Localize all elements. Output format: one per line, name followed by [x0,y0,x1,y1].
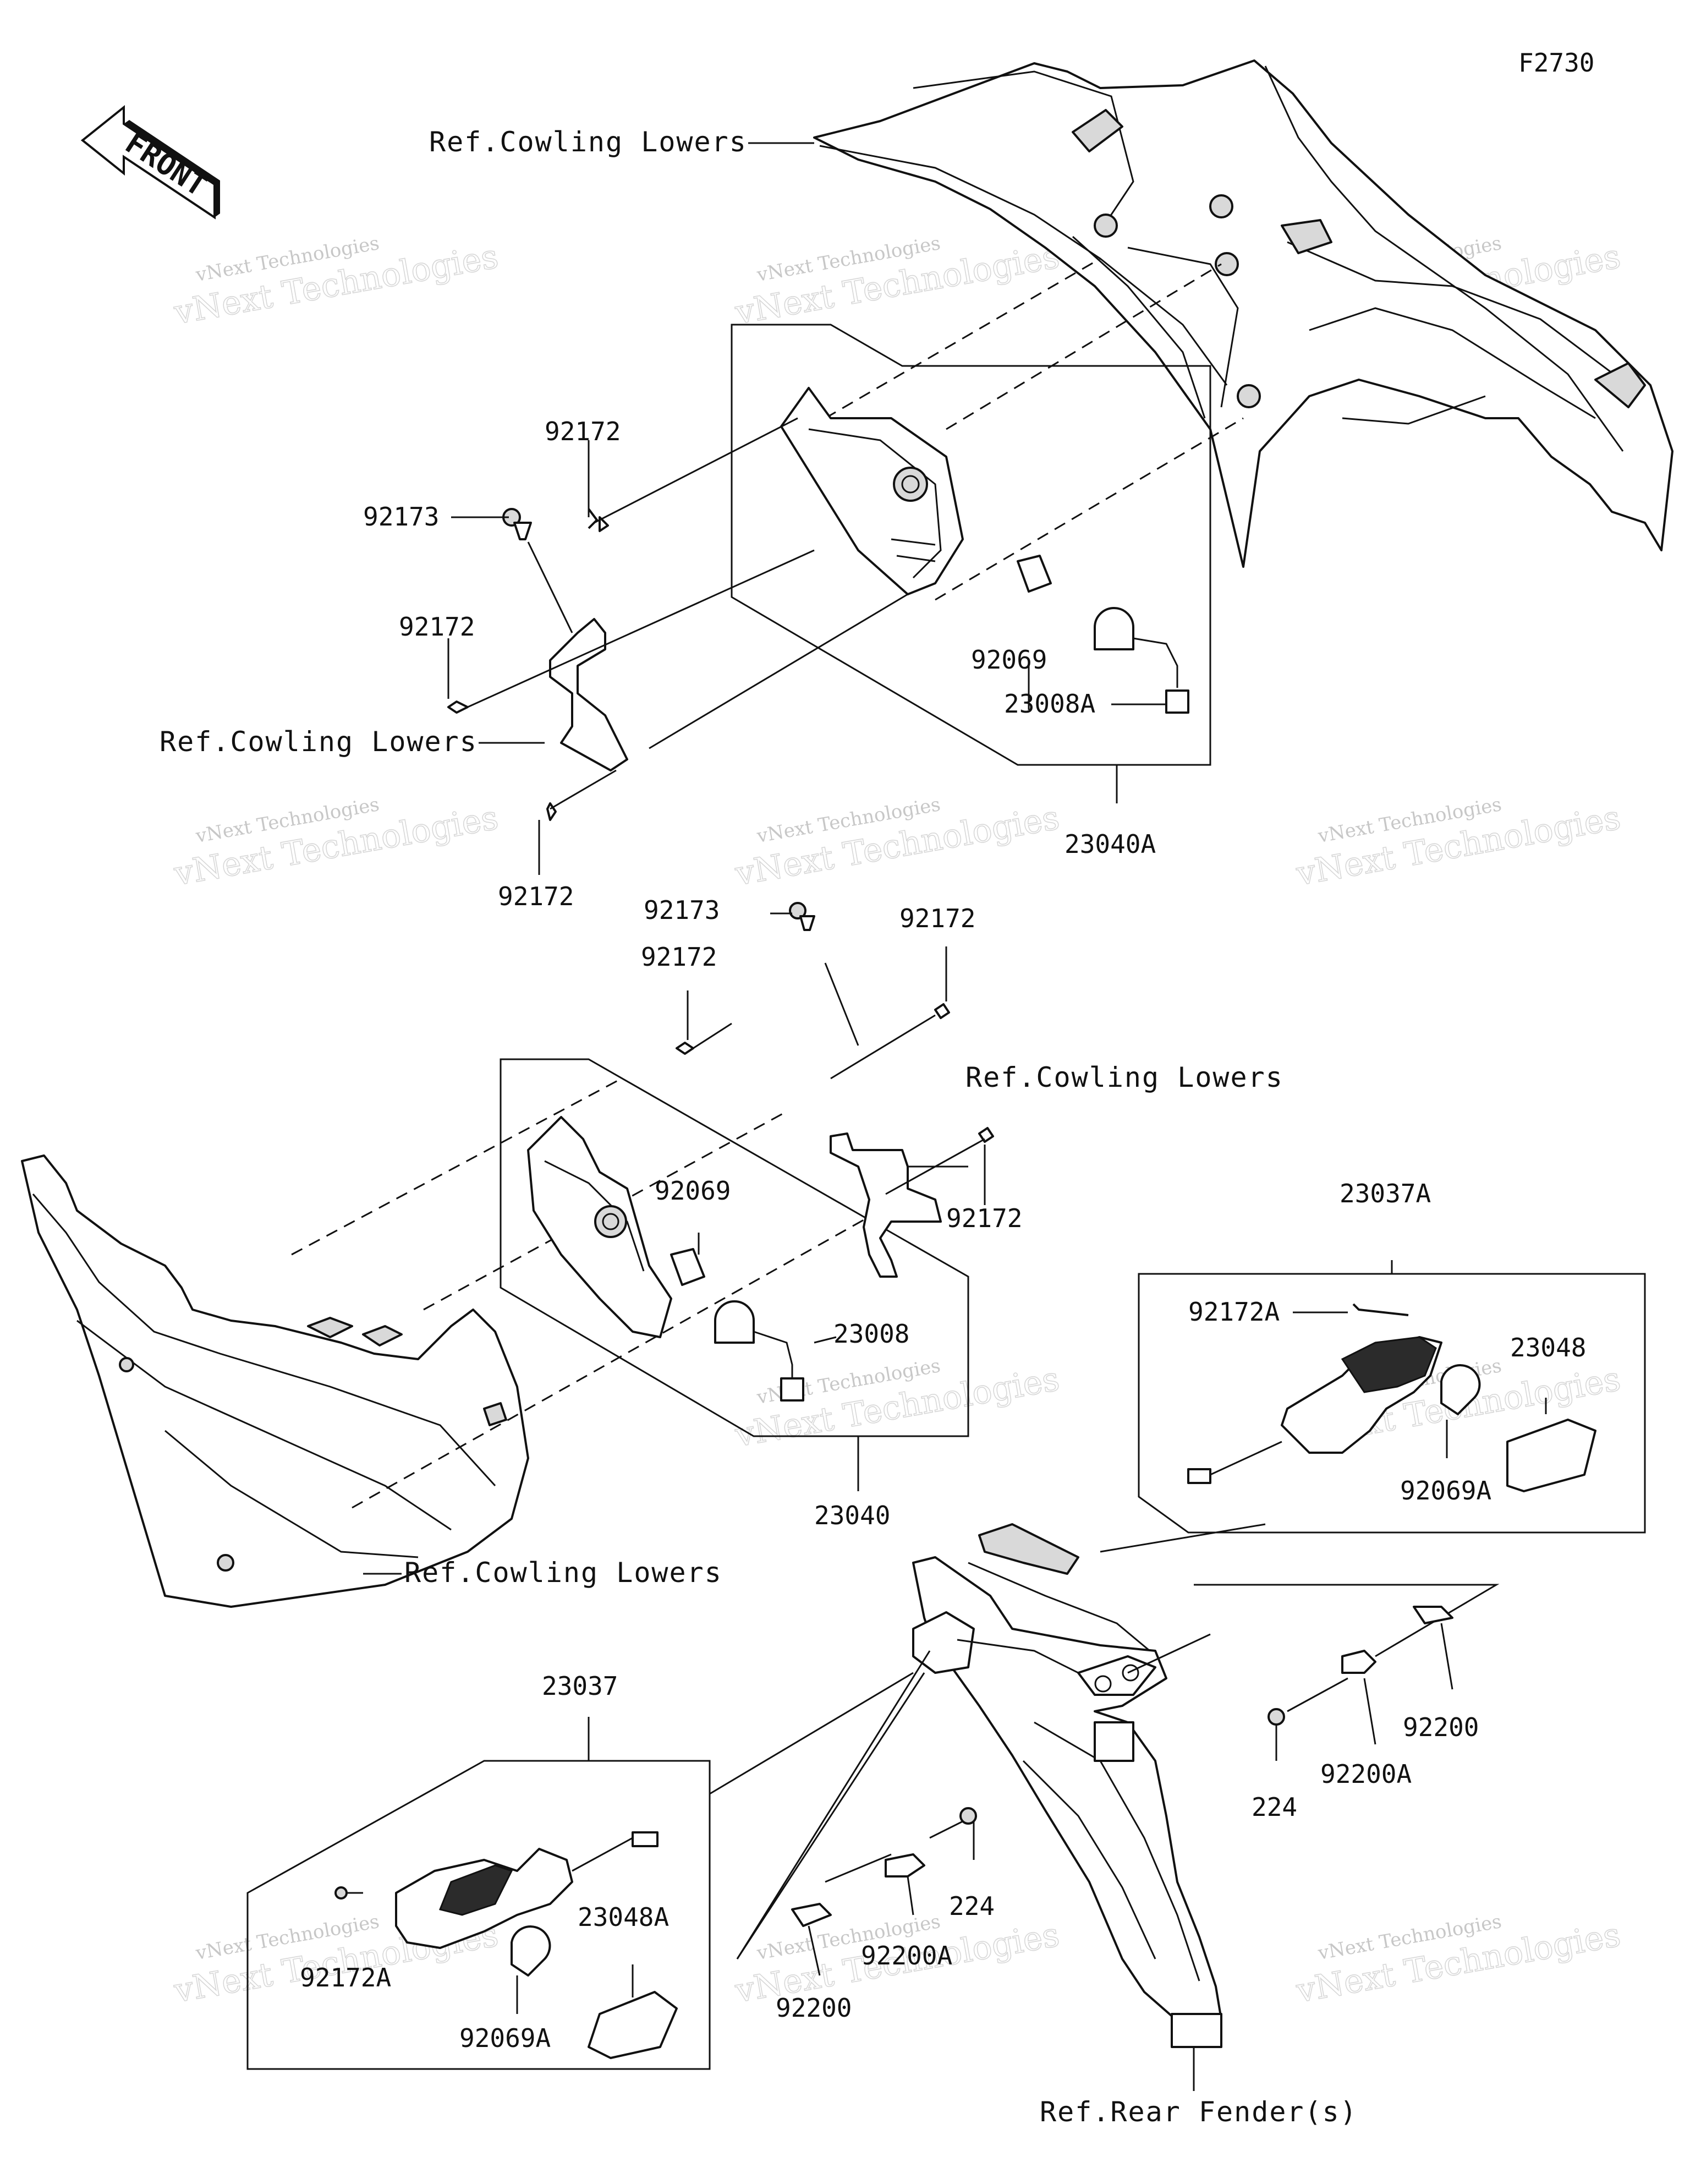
label-92173-mid: 92173 [644,895,720,925]
turn-signal-rear-left [334,1831,678,2059]
label-92172-mid-lower: 92172 [946,1203,1022,1233]
turn-signal-front-left [527,1116,804,1402]
stay-mid [676,902,994,1278]
label-92172-left: 92172 [399,612,475,642]
label-92172A-left: 92172A [300,1963,391,1993]
label-92173-top: 92173 [363,502,439,532]
label-224-right: 224 [1252,1792,1297,1822]
label-23040A: 23040A [1065,829,1156,859]
ref-cowling-lowers-bottom: Ref.Cowling Lowers [404,1557,722,1589]
label-92172A-right: 92172A [1188,1297,1280,1327]
front-arrow-icon: FRONT [80,105,220,220]
label-23037A: 23037A [1340,1179,1431,1208]
label-92172-top: 92172 [545,417,621,446]
label-92200A-lower: 92200A [861,1941,952,1970]
turn-signal-front-right [780,387,1189,714]
label-92200-right: 92200 [1403,1712,1479,1742]
bracket-lower-cluster [791,1807,977,1927]
label-224-lower: 224 [949,1891,995,1921]
label-92069A-left: 92069A [459,2023,551,2053]
ref-cowling-lowers-top: Ref.Cowling Lowers [429,126,747,158]
label-92172-mid-right: 92172 [899,904,975,933]
label-92069A-right: 92069A [1400,1476,1491,1506]
label-92200A-right: 92200A [1320,1759,1412,1789]
figure-code: F2730 [1518,48,1594,78]
label-92069-mid: 92069 [655,1176,731,1206]
label-92172-mid-left: 92172 [641,942,717,972]
label-23008: 23008 [833,1319,909,1349]
stay-top [447,508,628,821]
label-23048A: 23048A [578,1902,669,1932]
label-92069-top: 92069 [971,645,1047,675]
label-23008A: 23008A [1004,689,1095,719]
turn-signal-rear-right [1187,1303,1596,1492]
label-92200-lower: 92200 [776,1993,852,2023]
label-23048: 23048 [1510,1333,1586,1362]
cowling-right [813,59,1673,568]
rear-fender [912,1523,1222,2048]
label-23040: 23040 [814,1501,890,1530]
label-23037: 23037 [542,1671,618,1701]
bracket-right-cluster [1268,1606,1453,1726]
ref-cowling-lowers-mid: Ref.Cowling Lowers [965,1061,1283,1093]
ref-rear-fender: Ref.Rear Fender(s) [1040,2096,1358,2128]
label-92172-bottom: 92172 [498,882,574,911]
cowling-left [21,1154,529,1608]
ref-cowling-lowers-left: Ref.Cowling Lowers [160,726,478,758]
